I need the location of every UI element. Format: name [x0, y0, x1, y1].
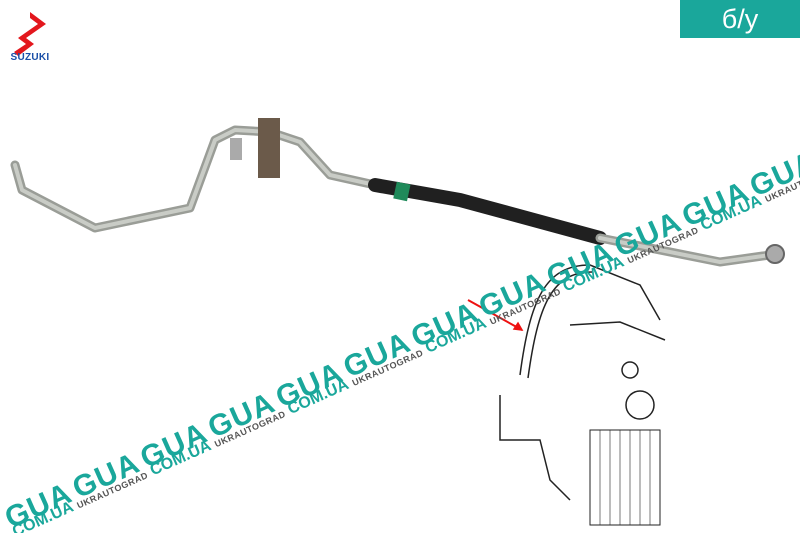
suzuki-logo-text: SUZUKI	[10, 52, 50, 63]
ac-system-diagram	[467, 264, 666, 526]
used-condition-badge: б/у	[680, 0, 800, 38]
suzuki-logo	[14, 12, 46, 56]
